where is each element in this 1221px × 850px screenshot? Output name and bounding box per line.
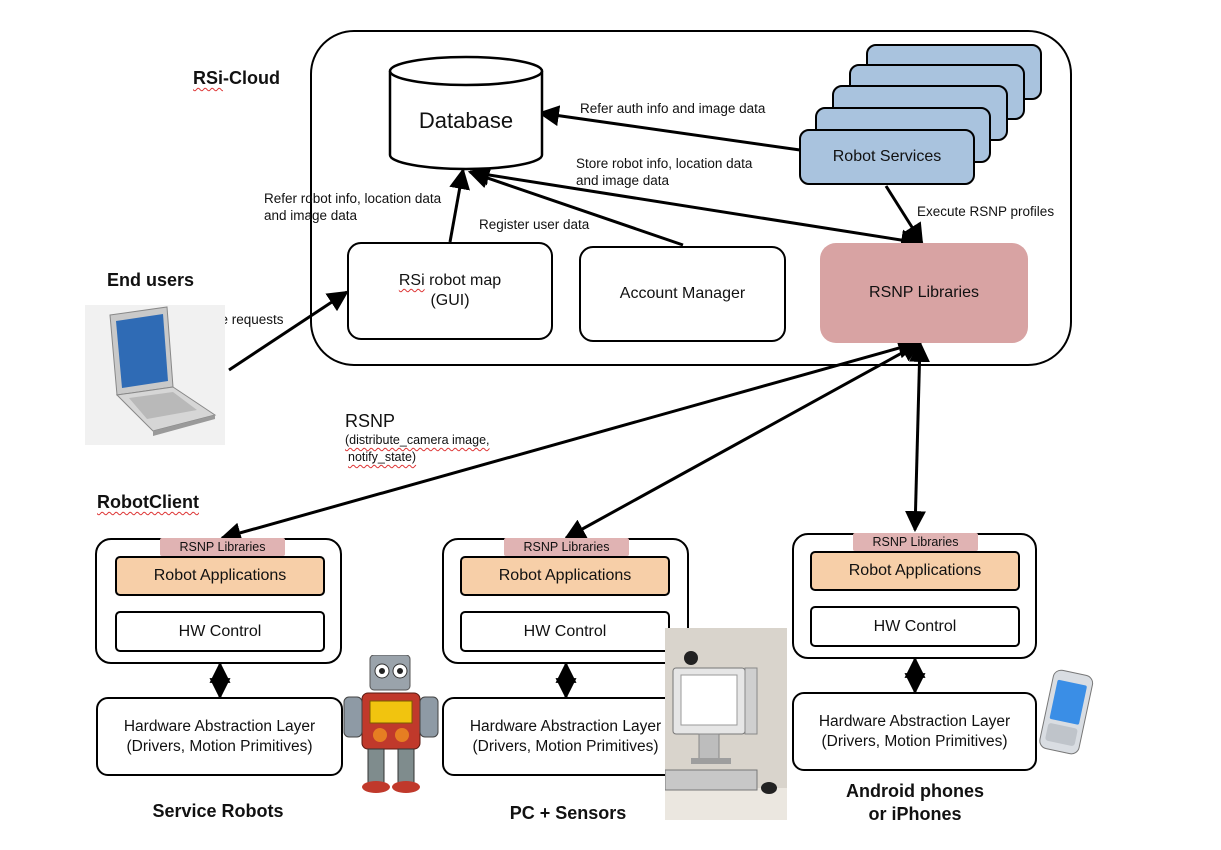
edge-label-store-robot: Store robot info, location data and imag… [576, 156, 753, 188]
account-manager-box: Account Manager [579, 246, 786, 342]
robot-toy-icon [343, 655, 439, 793]
caption-android-iphones: Android phones or iPhones [846, 781, 984, 824]
pc-workstation-icon [665, 628, 787, 820]
client3-hal-box: Hardware Abstraction Layer(Drivers, Moti… [792, 692, 1037, 771]
client1-rsnp-tag: RSNP Libraries [160, 538, 285, 556]
cloud-rsnp-libraries-label: RSNP Libraries [869, 284, 979, 301]
client1-hal-box: Hardware Abstraction Layer(Drivers, Moti… [96, 697, 343, 776]
database-label: Database [418, 108, 514, 133]
edge-label-refer-auth: Refer auth info and image data [580, 101, 766, 116]
laptop-icon [85, 305, 225, 445]
arrow-rsnp-to-client2 [564, 341, 922, 540]
arrow-rsnp-to-client3 [905, 340, 930, 533]
edge-label-refer-robot: Refer robot info, location data and imag… [264, 191, 442, 223]
client3-rsnp-tag: RSNP Libraries [853, 533, 978, 551]
arrow-database-rsnp [467, 164, 923, 251]
database-icon [388, 55, 544, 171]
arrow-rsnp-to-client1 [219, 337, 920, 544]
arrow-services-to-database [537, 105, 801, 152]
edge-label-execute-rsnp: Execute RSNP profiles [917, 204, 1055, 219]
edge-label-register-user: Register user data [479, 217, 590, 232]
end-users-title: End users [107, 270, 195, 290]
cloud-rsnp-libraries-box: RSNP Libraries [820, 243, 1028, 343]
rsnp-protocol-label: RSNP (distribute_camera image, notify_st… [345, 411, 490, 464]
account-manager-label: Account Manager [619, 285, 746, 302]
client2-robot-applications: Robot Applications [460, 556, 670, 596]
arrow-account-to-database [468, 168, 684, 247]
robot-services-box: Robot Services [799, 129, 975, 185]
smartphone-icon [1039, 669, 1094, 755]
rsi-cloud-container [310, 30, 1072, 366]
client2-rsnp-tag: RSNP Libraries [504, 538, 629, 556]
client2-hw-control: HW Control [460, 611, 670, 652]
client3-robot-applications: Robot Applications [810, 551, 1020, 591]
client2-hal-box: Hardware Abstraction Layer(Drivers, Moti… [442, 697, 689, 776]
robot-map-line1: RSi robot map [398, 272, 502, 289]
arrow-robotmap-to-database [448, 167, 470, 243]
robot-services-label: Robot Services [832, 148, 942, 165]
robot-client-title: RobotClient [97, 492, 199, 512]
client1-robot-applications: Robot Applications [115, 556, 325, 596]
rsi-cloud-title: RSi-Cloud [193, 68, 280, 88]
caption-service-robots: Service Robots [152, 801, 284, 821]
client3-hw-control: HW Control [810, 606, 1020, 647]
caption-pc-sensors: PC + Sensors [509, 803, 627, 823]
arrow-services-to-rsnp [884, 185, 924, 245]
client1-hw-control: HW Control [115, 611, 325, 652]
rsi-robot-map-box: RSi robot map (GUI) [347, 242, 553, 340]
robot-map-line2: (GUI) [430, 292, 470, 309]
